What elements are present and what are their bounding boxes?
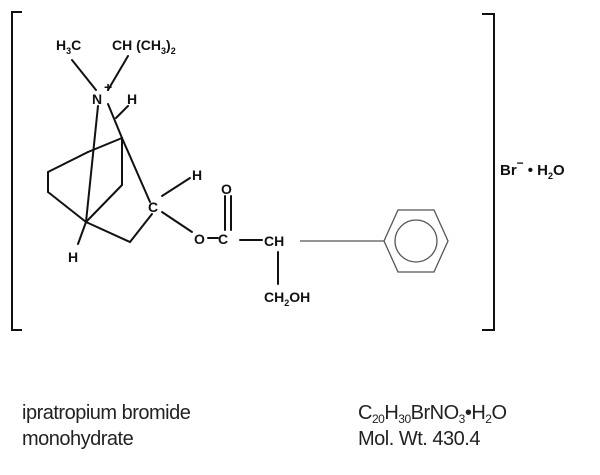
compound-name-line2: monohydrate [22,428,134,450]
molecular-weight: Mol. Wt. 430.4 [358,428,480,450]
atom-h-bridgehead-bottom: H [68,249,78,265]
left-bracket [11,11,22,331]
phenyl-ring [300,209,449,273]
molecular-formula: C20H30BrNO3•H2O [358,402,507,426]
atom-isopropyl: CH (CH3)2 [112,37,176,56]
atom-alpha-ch: CH [264,233,284,249]
atom-h-bridgehead-top: H [127,91,137,107]
atom-ch2oh: CH2OH [264,289,310,308]
compound-name: ipratropium bromide monohydrate [22,400,191,452]
atom-ester-oxygen: O [194,231,205,247]
molecular-formula-block: C20H30BrNO3•H2O Mol. Wt. 430.4 [358,400,507,452]
atom-carbonyl-carbon: C [218,231,228,247]
counter-ion-bromide: Br−• H2O [500,156,565,181]
right-bracket [482,13,495,331]
atom-carbonyl-oxygen: O [221,181,232,197]
tropane-bonds [47,55,279,285]
compound-name-line1: ipratropium bromide [22,402,191,424]
nitrogen-charge: + [104,79,112,95]
atom-ester-carbon: C [148,199,158,215]
atom-methyl-h3c: H3C [56,37,81,56]
chemical-structure-diagram: H3C CH (CH3)2 N + H H C H O C O CH CH2OH… [11,11,565,331]
atom-h-ester-carbon: H [192,167,202,183]
atom-nitrogen: N [92,91,102,107]
